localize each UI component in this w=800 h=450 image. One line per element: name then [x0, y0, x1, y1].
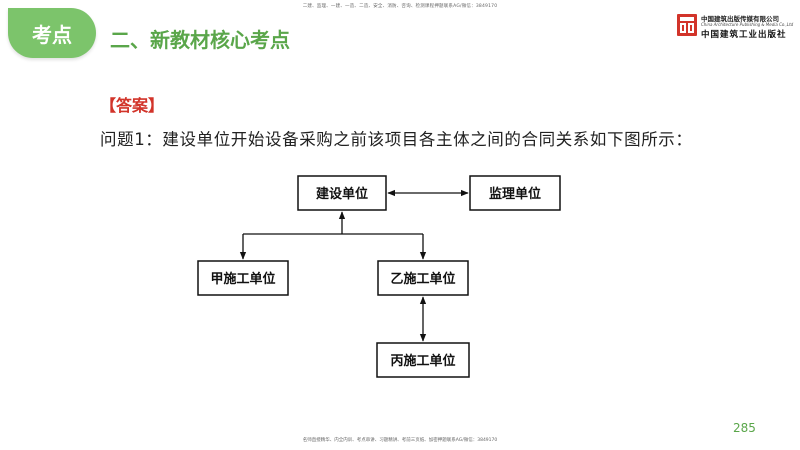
- publisher-name-calligraphy: 中国建筑工业出版社: [701, 30, 787, 40]
- top-note: 二建、监理、一建、一造、二造、安全、消防、咨询、检测课程押题联系AG/微信：38…: [302, 4, 498, 9]
- node-supervisor: 监理单位: [469, 175, 561, 211]
- section-title: 二、新教材核心考点: [110, 28, 290, 52]
- badge-label: 考点: [32, 22, 72, 47]
- node-supervisor-label: 监理单位: [489, 186, 541, 202]
- node-contractor-c: 丙施工单位: [376, 342, 470, 378]
- publisher-logo-block: 中国建筑出版传媒有限公司 China Architecture Publishi…: [676, 13, 796, 41]
- topic-badge: 考点: [8, 8, 96, 58]
- question-text: 问题1：建设单位开始设备采购之前该项目各主体之间的合同关系如下图所示：: [100, 130, 693, 149]
- node-contractor-b: 乙施工单位: [377, 260, 469, 296]
- bottom-note: 名师直授精华、内全内训、考点串讲、习题精讲、考前三页纸、加密押题联系AG/微信：…: [302, 438, 498, 443]
- node-contractor-c-label: 丙施工单位: [390, 353, 455, 369]
- publisher-name-en: China Architecture Publishing & Media Co…: [701, 22, 794, 27]
- node-contractor-b-label: 乙施工单位: [390, 271, 455, 287]
- node-owner-label: 建设单位: [316, 186, 368, 202]
- publisher-name-cn: 中国建筑出版传媒有限公司: [701, 15, 779, 23]
- node-contractor-a-label: 甲施工单位: [210, 271, 275, 287]
- page-number: 285: [733, 421, 756, 435]
- publisher-logo-icon: [677, 14, 697, 36]
- node-contractor-a: 甲施工单位: [197, 260, 289, 296]
- answer-label: 【答案】: [100, 96, 165, 115]
- node-owner: 建设单位: [297, 175, 387, 211]
